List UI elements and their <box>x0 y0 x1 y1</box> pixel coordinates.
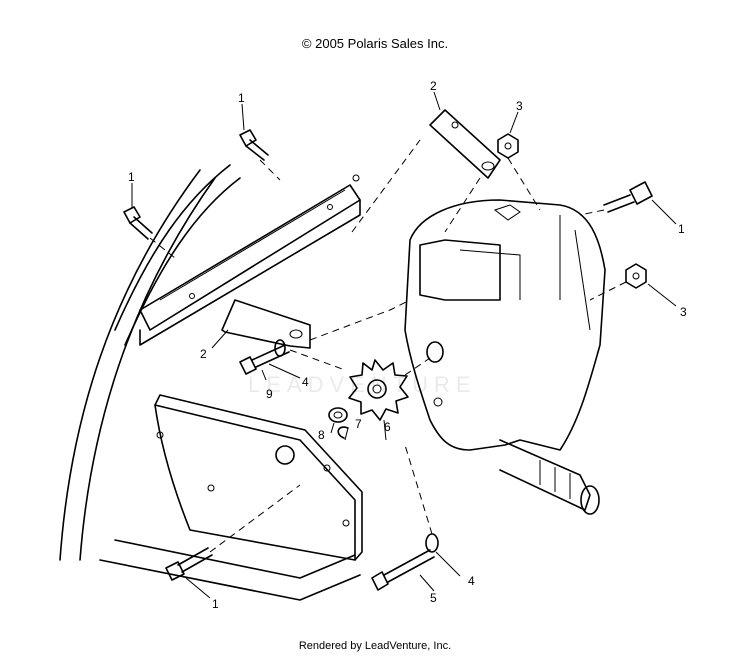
bolt-5 <box>371 533 439 591</box>
bolt-top-left <box>239 129 269 161</box>
copyright-text: © 2005 Polaris Sales Inc. <box>301 36 449 51</box>
callout-4: 4 <box>468 574 475 588</box>
callout-8: 8 <box>318 428 325 442</box>
callout-3: 3 <box>516 99 523 113</box>
callout-1: 1 <box>128 170 135 184</box>
leader-lines <box>131 91 677 599</box>
callout-7: 7 <box>355 417 362 431</box>
clip-7 <box>337 426 349 439</box>
bolt-left <box>123 206 153 240</box>
bolt-bottom-left <box>165 547 213 581</box>
nut-right <box>625 263 647 289</box>
bracket-upper <box>429 109 501 179</box>
sprocket <box>348 359 409 421</box>
watermark-text: LEADVENTURE <box>248 372 477 397</box>
washer-8 <box>328 407 348 423</box>
callout-1: 1 <box>238 91 245 105</box>
nut-top <box>497 133 519 159</box>
transmission-housing <box>404 199 606 451</box>
bolt-right <box>603 181 653 213</box>
callout-1: 1 <box>212 597 219 611</box>
lower-plate <box>154 394 363 561</box>
output-shaft <box>499 439 600 515</box>
frame-tubes <box>59 164 361 601</box>
callout-4: 4 <box>302 375 309 389</box>
callout-2: 2 <box>430 79 437 93</box>
callout-5: 5 <box>430 591 437 605</box>
footer-text: Rendered by LeadVenture, Inc. <box>298 640 452 652</box>
callout-9: 9 <box>266 387 273 401</box>
bolt-9 <box>239 339 290 375</box>
callout-6: 6 <box>384 420 391 434</box>
upper-rail <box>139 174 361 346</box>
callout-3: 3 <box>680 305 687 319</box>
callout-2: 2 <box>200 347 207 361</box>
bracket-lower <box>221 299 311 349</box>
callout-1: 1 <box>678 222 685 236</box>
